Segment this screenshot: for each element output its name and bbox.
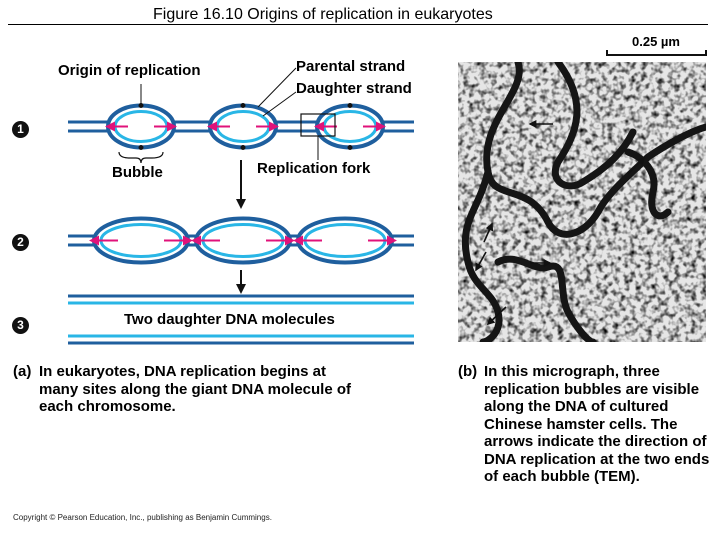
- row1-bubble-1: [105, 103, 177, 150]
- row1-bubble-3: [314, 103, 386, 150]
- bubble-label: Bubble: [112, 164, 163, 181]
- fork-label: Replication fork: [257, 160, 371, 177]
- tem-micrograph: [458, 62, 706, 342]
- copyright-notice: Copyright © Pearson Education, Inc., pub…: [13, 513, 272, 522]
- caption-a-text: In eukaryotes, DNA replication begins at…: [39, 363, 351, 415]
- micrograph-arrows: [475, 120, 646, 326]
- origin-label: Origin of replication: [58, 62, 201, 79]
- step-2-badge: 2: [12, 234, 29, 251]
- row2-bubble-1: [89, 216, 193, 265]
- figure-title: Figure 16.10 Origins of replication in e…: [153, 6, 493, 23]
- bubble-bracket: [118, 151, 164, 164]
- parental-leader: [257, 67, 297, 108]
- caption-b: (b) In this micrograph, three replicatio…: [458, 363, 720, 486]
- row3-dna: [68, 294, 414, 345]
- scale-bar-label: 0.25 µm: [632, 34, 680, 49]
- dna-strand-trace: [461, 62, 706, 342]
- row1-dna: [68, 103, 414, 150]
- parental-label: Parental strand: [296, 58, 406, 75]
- step-1-badge: 1: [12, 121, 29, 138]
- caption-a-tag: (a): [13, 363, 32, 380]
- daughter-label: Daughter strand: [296, 80, 412, 97]
- row1-bubble-2: [207, 103, 279, 150]
- row2-bubble-3: [293, 216, 397, 265]
- row2-bubble-2: [191, 216, 295, 265]
- caption-b-text: In this micrograph, three replication bu…: [484, 363, 710, 485]
- title-underline: [8, 24, 708, 25]
- caption-a: (a) In eukaryotes, DNA replication begin…: [13, 363, 358, 416]
- step-3-badge: 3: [12, 317, 29, 334]
- daughter-molecules-label: Two daughter DNA molecules: [124, 311, 335, 328]
- daughter-leader: [262, 91, 297, 117]
- caption-b-tag: (b): [458, 363, 478, 380]
- row2-dna: [68, 216, 414, 265]
